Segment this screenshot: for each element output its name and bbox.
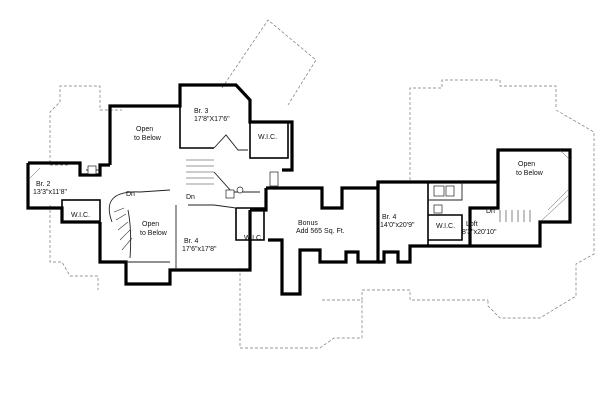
right-stair <box>499 210 531 222</box>
exterior-walls <box>26 83 572 296</box>
open-area-hatch <box>29 149 571 221</box>
right-down-label: Dn <box>486 208 495 215</box>
br4-left-label: Br. 4 <box>184 238 199 245</box>
open-to-below-stair-line2: to Below <box>140 230 168 237</box>
hall-stair <box>186 159 214 185</box>
bathroom-fixtures <box>87 165 455 214</box>
bonus-note: Add 565 Sq. Ft. <box>296 228 345 235</box>
right-wic-label: W.I.C. <box>436 223 455 230</box>
br4-left-wic-label: W.I.C. <box>244 235 263 242</box>
bonus-label: Bonus <box>298 220 318 227</box>
main-stair <box>108 189 171 259</box>
open-to-below-top-line2: to Below <box>134 135 162 142</box>
hall-down-label: Dn <box>186 194 195 201</box>
stair-down-label: Dn <box>126 191 135 198</box>
br4-right-size: 14'0"x20'9" <box>380 222 415 229</box>
br2-wic-label: W.I.C. <box>71 212 90 219</box>
roof-outline <box>49 19 595 349</box>
open-to-below-right-line1: Open <box>518 161 535 168</box>
br4-left-size: 17'6"x17'8" <box>182 246 217 253</box>
open-to-below-top-line1: Open <box>136 126 153 133</box>
br3-wic-label: W.I.C. <box>258 134 277 141</box>
open-to-below-stair-line1: Open <box>142 221 159 228</box>
open-to-below-right-line2: to Below <box>516 170 544 177</box>
room-labels: Br. 2 13'3"x11'8" W.I.C. Open to Below B… <box>33 108 544 253</box>
br4-right-label: Br. 4 <box>382 214 397 221</box>
br2-size: 13'3"x11'8" <box>33 189 67 196</box>
br3-size: 17'8"X17'6" <box>194 116 230 123</box>
interior-walls <box>61 106 463 270</box>
br2-label: Br. 2 <box>36 181 51 188</box>
loft-label: Loft <box>466 221 478 228</box>
loft-size: 8'3"x20'10" <box>462 229 497 236</box>
br3-label: Br. 3 <box>194 108 209 115</box>
